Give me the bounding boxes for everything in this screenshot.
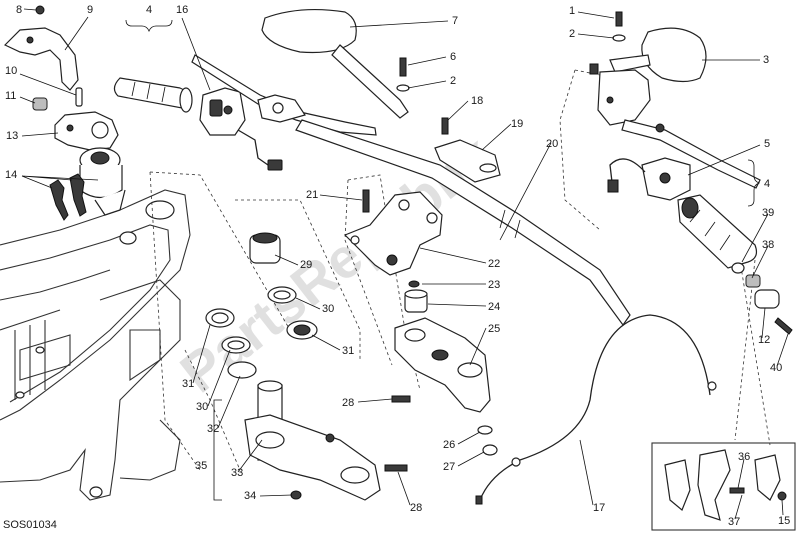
left-switch-block: [199, 87, 283, 171]
label-33: 33: [231, 467, 243, 479]
brace-4-left: [125, 19, 173, 33]
label-20: 20: [546, 138, 558, 150]
label-2-left: 2: [450, 75, 456, 87]
washer-23: [408, 280, 420, 288]
bar-end-weight-12: [754, 289, 780, 309]
label-22: 22: [488, 258, 500, 270]
label-15: 15: [778, 515, 790, 527]
label-16: 16: [176, 4, 188, 16]
screw-28-top: [391, 395, 411, 403]
riser-clamp: [434, 139, 501, 183]
right-mirror: [609, 27, 707, 83]
label-2-right: 2: [569, 28, 575, 40]
label-21: 21: [306, 189, 318, 201]
label-4-left: 4: [146, 4, 152, 16]
label-10: 10: [5, 65, 17, 77]
label-30-lower: 30: [196, 401, 208, 413]
washer-2-left: [396, 84, 410, 92]
left-grip: [113, 77, 193, 113]
part-labels: 8 9 10 11 13 14 4 16 7 6 2 1 2 3 18 19 2…: [3, 4, 790, 531]
frame-drawing: [0, 189, 191, 501]
washer-2-right: [612, 34, 626, 42]
drawing-code: SOS01034: [3, 519, 57, 531]
label-31-lower: 31: [182, 378, 194, 390]
ring-30-upper: [267, 286, 297, 304]
label-35: 35: [195, 460, 207, 472]
label-6: 6: [450, 51, 456, 63]
label-17: 17: [593, 502, 605, 514]
clutch-cable: [475, 314, 717, 505]
ignition-lock-housing: [54, 111, 119, 151]
label-25: 25: [488, 323, 500, 335]
screw-1: [615, 11, 623, 27]
screw-28-lower: [384, 464, 408, 472]
screw-8: [35, 5, 45, 15]
label-37: 37: [728, 516, 740, 528]
left-switch-clamp: [3, 27, 79, 91]
bar-end-screw-40: [774, 317, 793, 335]
bearing-31-lower: [205, 308, 235, 328]
label-39: 39: [762, 207, 774, 219]
bearing-31-upper: [286, 320, 318, 340]
bar-end-bush-38: [745, 274, 761, 288]
right-switch-block: [607, 157, 691, 201]
left-mirror: [261, 9, 409, 119]
nut-34: [290, 490, 302, 500]
brace-4-right: [747, 159, 761, 207]
mirror-screw-6: [399, 57, 407, 77]
label-34: 34: [244, 490, 256, 502]
label-24: 24: [488, 301, 500, 313]
label-40: 40: [770, 362, 782, 374]
label-12: 12: [758, 334, 770, 346]
label-30-upper: 30: [322, 303, 334, 315]
label-5: 5: [764, 138, 770, 150]
label-19: 19: [511, 118, 523, 130]
bar-end-spacer-39: [731, 262, 745, 274]
clutch-lever: [191, 54, 377, 136]
handlebar: [295, 119, 631, 327]
screw-21: [362, 189, 370, 213]
label-11: 11: [5, 90, 16, 102]
label-29: 29: [300, 259, 312, 271]
label-18: 18: [471, 95, 483, 107]
label-36: 36: [738, 451, 750, 463]
label-1: 1: [569, 5, 575, 17]
label-23: 23: [488, 279, 500, 291]
detail-inset-box: [651, 442, 796, 531]
nut-27: [482, 444, 498, 456]
label-9: 9: [87, 4, 93, 16]
label-28-lower: 28: [410, 502, 422, 514]
label-32: 32: [207, 423, 219, 435]
lower-yoke: [244, 380, 381, 501]
bush-11: [32, 97, 48, 111]
label-26: 26: [443, 439, 455, 451]
top-yoke: [394, 317, 491, 413]
washer-26: [477, 425, 493, 435]
leader-lines: [19, 8, 789, 520]
bush-24: [404, 289, 428, 313]
screw-18: [441, 117, 449, 135]
label-38: 38: [762, 239, 774, 251]
label-3: 3: [763, 54, 769, 66]
label-4-right: 4: [764, 178, 770, 190]
label-13: 13: [6, 130, 18, 142]
ignition-switch: [79, 147, 126, 216]
bracket-35: [213, 399, 222, 501]
label-8: 8: [16, 4, 22, 16]
label-7: 7: [452, 15, 458, 27]
brake-master-cylinder: [589, 63, 761, 189]
label-14: 14: [5, 169, 17, 181]
bearing-cap-29: [249, 232, 281, 264]
label-28-upper: 28: [342, 397, 354, 409]
ignition-keys: [49, 173, 87, 221]
handlebar-riser: [343, 191, 443, 276]
seal-32: [227, 361, 257, 379]
pin-10: [75, 87, 83, 107]
label-27: 27: [443, 461, 455, 473]
ring-30-lower: [221, 336, 251, 354]
label-31-upper: 31: [342, 345, 354, 357]
